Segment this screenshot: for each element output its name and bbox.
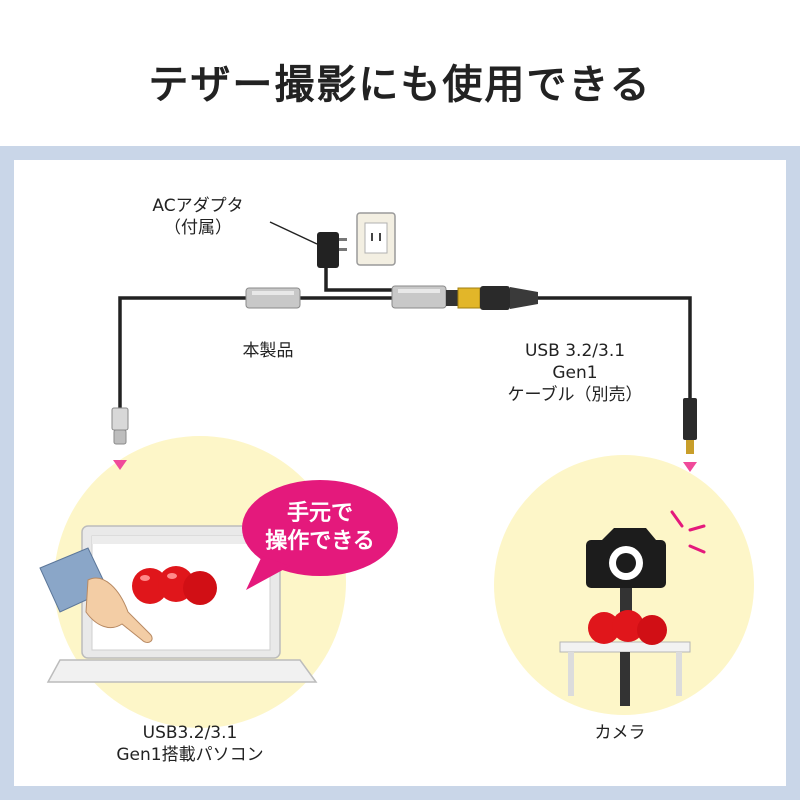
adapter-label-line1: ACアダプタ: [152, 196, 244, 216]
camera-connector-icon: [683, 398, 697, 454]
bubble-text: 手元で 操作できる: [252, 500, 388, 556]
product-connector-left: [245, 287, 301, 309]
power-cable: [324, 268, 392, 292]
adapter-leader-line: [269, 221, 318, 245]
cable-label-line1: USB 3.2/3.1: [524, 341, 626, 361]
left-cable: [118, 296, 246, 408]
camera-icon: [586, 528, 666, 588]
camera-flash-marks: [670, 510, 706, 554]
bubble-text-line1: 手元で: [286, 501, 353, 526]
pc-connector-icon: [111, 407, 129, 445]
ac-adapter-icon: [317, 232, 347, 268]
wall-outlet-icon: [356, 212, 396, 266]
speech-bubble: [242, 480, 398, 590]
hand-icon: [39, 547, 153, 643]
adapter-label-line2: （付属）: [164, 218, 232, 238]
pc-label: USB3.2/3.1 Gen1搭載パソコン: [60, 722, 320, 766]
right-cable: [538, 296, 692, 398]
usb-a-plug-icon: [446, 286, 538, 310]
pc-label-line2: Gen1搭載パソコン: [116, 745, 264, 765]
page-title: テザー撮影にも使用できる: [148, 62, 652, 108]
camera-label: カメラ: [594, 723, 646, 743]
cable-label-line2: Gen1: [552, 363, 598, 383]
bubble-text-line2: 操作できる: [265, 529, 375, 554]
cable-label-line3: ケーブル（別売）: [507, 385, 643, 405]
apple-icon: [588, 610, 667, 645]
down-arrow-icon: [683, 462, 697, 472]
product-connector-right: [391, 285, 447, 309]
pc-label-line1: USB3.2/3.1: [142, 723, 238, 743]
adapter-label: ACアダプタ （付属）: [118, 195, 278, 239]
apple-icon: [132, 566, 217, 605]
down-arrow-icon: [113, 460, 127, 470]
product-label: 本製品: [242, 341, 294, 361]
cable-label: USB 3.2/3.1 Gen1 ケーブル（別売）: [480, 340, 670, 406]
